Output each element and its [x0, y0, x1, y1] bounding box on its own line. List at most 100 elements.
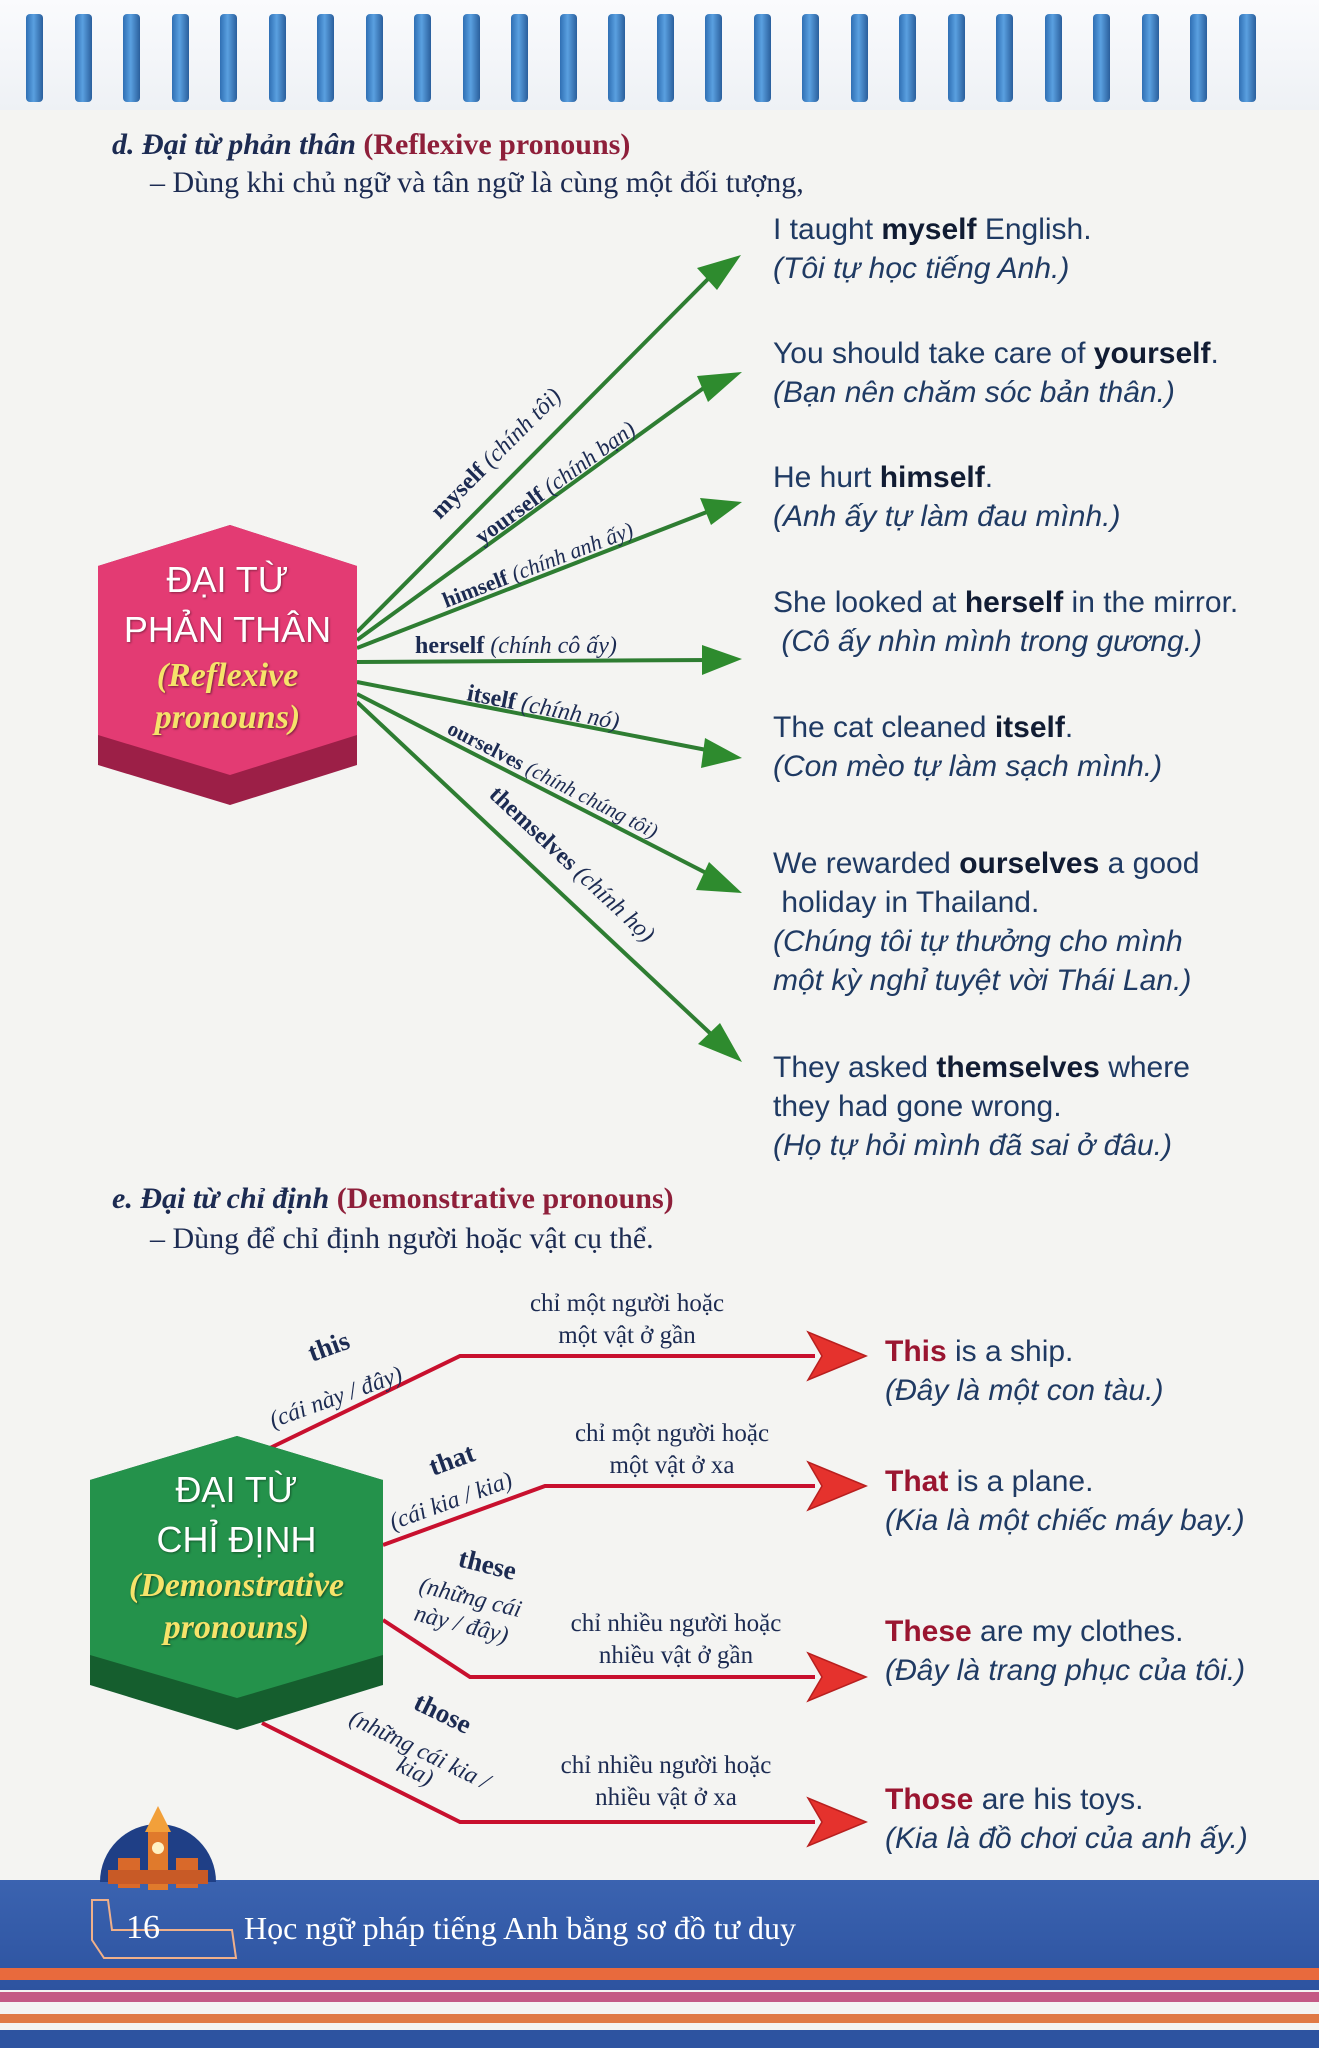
binding-ring — [656, 14, 674, 102]
binding-ring — [171, 14, 189, 102]
arrow-herself — [356, 658, 713, 664]
reflexive-example-2: You should take care of yourself. (Bạn n… — [773, 337, 1219, 409]
arrowhead-herself — [702, 645, 742, 675]
binding-ring — [414, 14, 431, 102]
reflexive-badge-line4: pronouns) — [154, 699, 301, 736]
reflexive-badge-line3: (Reflexive — [156, 657, 299, 694]
binding-ring — [268, 14, 286, 102]
binding-ring — [996, 14, 1013, 102]
demonstrative-example-1: This is a ship. (Đây là một con tàu.) — [885, 1335, 1164, 1407]
reflexive-badge-line1: ĐẠI TỪ — [166, 559, 289, 600]
usage-that-1: chỉ một người hoặc — [575, 1420, 769, 1447]
section-d-title-en: (Reflexive pronouns) — [363, 128, 631, 161]
reflexive-example-1: I taught myself English. (Tôi tự học tiế… — [773, 213, 1092, 285]
arrow-himself — [356, 508, 713, 650]
binding-ring — [74, 14, 92, 102]
section-e-description: – Dùng để chỉ định người hoặc vật cụ thể… — [150, 1222, 654, 1255]
section-d-title-vi: Đại từ phản thân — [142, 128, 356, 161]
binding-ring — [753, 14, 771, 102]
binding-ring — [559, 14, 577, 102]
footer-stripe-3 — [0, 2014, 1319, 2023]
label-herself: herself (chính cô ấy) — [415, 633, 617, 659]
binding-ring — [220, 14, 237, 102]
usage-this-1: chỉ một người hoặc — [530, 1290, 724, 1317]
arrowhead-ourselves — [696, 862, 742, 893]
arrow-ourselves — [356, 692, 713, 878]
demonstrative-example-2: That is a plane. (Kia là một chiếc máy b… — [885, 1465, 1245, 1537]
line-those — [261, 1721, 815, 1824]
binding-ring — [26, 14, 43, 102]
footer-stripe-4 — [0, 2030, 1319, 2048]
arrowhead-itself — [701, 738, 742, 768]
arrowhead-himself — [700, 498, 742, 525]
section-d-heading: d. Đại từ phản thân (Reflexive pronouns) — [112, 128, 630, 162]
footer-stripe-1 — [0, 1968, 1319, 1980]
section-e-title-vi: Đại từ chỉ định — [140, 1182, 330, 1215]
demonstrative-badge-line2: CHỈ ĐỊNH — [156, 1519, 317, 1560]
binding-ring — [947, 14, 965, 102]
arrow-yourself — [355, 385, 707, 642]
binding-ring — [802, 14, 819, 102]
arrowhead-yourself — [697, 372, 742, 402]
usage-these-1: chỉ nhiều người hoặc — [571, 1610, 782, 1637]
binding-ring — [365, 14, 383, 102]
line-that — [382, 1484, 815, 1547]
reflexive-example-5: The cat cleaned itself. (Con mèo tự làm … — [773, 711, 1163, 783]
footer-stripe-2 — [0, 1992, 1319, 2002]
binding-ring — [1093, 14, 1110, 102]
usage-that-2: một vật ở xa — [610, 1452, 735, 1479]
section-e-letter: e. — [112, 1182, 133, 1215]
reflexive-arrowheads — [696, 255, 742, 1062]
binding-ring — [317, 14, 334, 102]
binding-ring — [1190, 14, 1207, 102]
binding-ring — [1238, 14, 1256, 102]
demonstrative-example-3: These are my clothes. (Đây là trang phục… — [885, 1615, 1246, 1687]
book-title: Học ngữ pháp tiếng Anh bằng sơ đồ tư duy — [244, 1910, 796, 1946]
line-this — [269, 1354, 815, 1450]
demonstrative-badge-line3: (Demonstrative — [128, 1567, 345, 1604]
arrow-myself — [355, 277, 710, 634]
spiral-binding — [0, 0, 1319, 110]
castle-icon — [100, 1806, 216, 1890]
binding-ring — [462, 14, 480, 102]
arrowhead-myself — [697, 255, 741, 290]
demonstrative-badge-shape — [90, 1436, 383, 1730]
page-number-frame — [91, 1899, 238, 1959]
binding-ring — [850, 14, 868, 102]
arrowhead-this — [806, 1330, 868, 1382]
binding-ring — [705, 14, 722, 102]
usage-those-2: nhiều vật ở xa — [595, 1784, 737, 1811]
demonstrative-badge-line1: ĐẠI TỪ — [175, 1469, 298, 1510]
usage-these-2: nhiều vật ở gần — [599, 1642, 754, 1669]
demonstrative-example-4: Those are his toys. (Kia là đồ chơi của … — [885, 1783, 1248, 1855]
arrowhead-themselves — [698, 1023, 742, 1062]
binding-ring — [511, 14, 528, 102]
reflexive-arrows — [355, 277, 723, 1037]
arrow-themselves — [355, 700, 714, 1037]
binding-ring — [899, 14, 916, 102]
demonstrative-badge-line4: pronouns) — [163, 1609, 310, 1646]
section-e-title-en: (Demonstrative pronouns) — [336, 1182, 674, 1215]
arrowhead-that — [806, 1460, 868, 1512]
reflexive-example-6: We rewarded ourselves a good holiday in … — [773, 847, 1200, 997]
section-d-description: – Dùng khi chủ ngữ và tân ngữ là cùng mộ… — [150, 166, 804, 199]
page-number: 16 — [126, 1909, 160, 1946]
section-e-heading: e. Đại từ chỉ định (Demonstrative pronou… — [112, 1182, 674, 1216]
reflexive-example-4: She looked at herself in the mirror. (Cô… — [773, 586, 1239, 658]
reflexive-example-3: He hurt himself. (Anh ấy tự làm đau mình… — [773, 461, 1121, 533]
usage-those-1: chỉ nhiều người hoặc — [561, 1752, 772, 1779]
demonstrative-lines — [261, 1354, 815, 1824]
binding-ring — [608, 14, 625, 102]
section-d-letter: d. — [112, 128, 135, 161]
binding-ring — [123, 14, 140, 102]
arrowhead-those — [806, 1796, 868, 1848]
reflexive-badge-line2: PHẢN THÂN — [123, 609, 332, 650]
demonstrative-arrowheads — [806, 1330, 868, 1848]
usage-this-2: một vật ở gần — [558, 1322, 696, 1349]
reflexive-badge-shape — [98, 525, 357, 805]
reflexive-example-7: They asked themselves where they had gon… — [773, 1051, 1190, 1162]
